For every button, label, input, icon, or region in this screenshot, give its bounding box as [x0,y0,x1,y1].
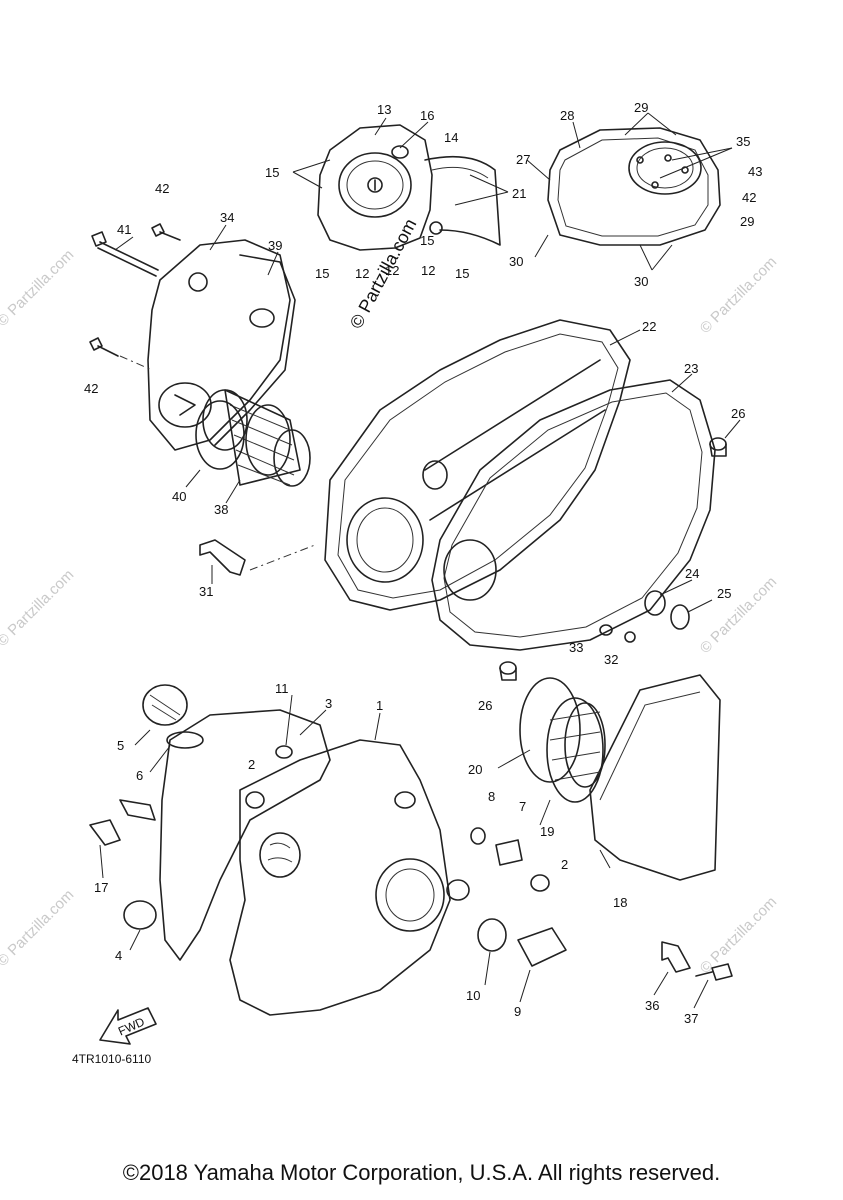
sprocket-cover-drawing [519,674,733,981]
callouts: 13 16 14 15 15 15 12 12 12 15 21 28 29 3… [84,100,762,1026]
fwd-label: FWD [116,1014,147,1038]
callout: 26 [731,406,745,421]
clutch-outer-cover-drawing [547,127,721,246]
watermark-text: © Partzilla.com [697,573,780,656]
callout: 39 [268,238,282,253]
callout: 11 [275,681,289,696]
callout: 1 [376,698,383,713]
callout: 30 [634,274,648,289]
crankcase-cover-drawing [324,319,727,681]
callout: 15 [315,266,329,281]
callout: 24 [685,566,699,581]
callout: 43 [748,164,762,179]
callout: 33 [569,640,583,655]
callout: 26 [478,698,492,713]
callout: 6 [136,768,143,783]
callout: 5 [117,738,124,753]
bracket-31-drawing [199,539,316,576]
crankcase-cover-lower-drawing: FWD [89,684,567,1045]
callout: 29 [740,214,754,229]
callout: 14 [444,130,458,145]
callout: 28 [560,108,574,123]
callout: 3 [325,696,332,711]
callout: 40 [172,489,186,504]
magneto-cover-drawing [317,124,501,251]
watermark-text: © Partzilla.com [0,246,77,329]
callout: 4 [115,948,122,963]
callout: 27 [516,152,530,167]
callout: 42 [84,381,98,396]
watermark-text: © Partzilla.com [0,886,77,969]
callout: 34 [220,210,234,225]
callout: 20 [468,762,482,777]
callout: 12 [385,263,399,278]
callout: 8 [488,789,495,804]
callout: 12 [355,266,369,281]
callout: 15 [265,165,279,180]
callout: 12 [421,263,435,278]
callout: 15 [420,233,434,248]
callout: 25 [717,586,731,601]
callout: 18 [613,895,627,910]
callout: 29 [634,100,648,115]
watermark-text: © Partzilla.com [697,253,780,336]
callout: 31 [199,584,213,599]
callout: 10 [466,988,480,1003]
oil-filter-assembly-drawing [89,223,311,487]
reference-code: 4TR1010-6110 [72,1052,151,1066]
callout: 16 [420,108,434,123]
callout: 38 [214,502,228,517]
callout: 13 [377,102,391,117]
callout: 36 [645,998,659,1013]
callout: 17 [94,880,108,895]
callout: 15 [455,266,469,281]
callout: 21 [512,186,526,201]
callout: 41 [117,222,131,237]
callout: 19 [540,824,554,839]
copyright-notice: ©2018 Yamaha Motor Corporation, U.S.A. A… [122,1160,721,1185]
callout: 42 [742,190,756,205]
callout: 35 [736,134,750,149]
callout: 32 [604,652,618,667]
callout: 7 [519,799,526,814]
callout: 42 [155,181,169,196]
watermark-text: © Partzilla.com [0,566,77,649]
callout: 2 [248,757,255,772]
callout: 2 [561,857,568,872]
callout: 23 [684,361,698,376]
watermark-text: © Partzilla.com [697,893,780,976]
leader-lines [99,112,741,1009]
callout: 22 [642,319,656,334]
callout: 30 [509,254,523,269]
callout: 37 [684,1011,698,1026]
callout: 9 [514,1004,521,1019]
